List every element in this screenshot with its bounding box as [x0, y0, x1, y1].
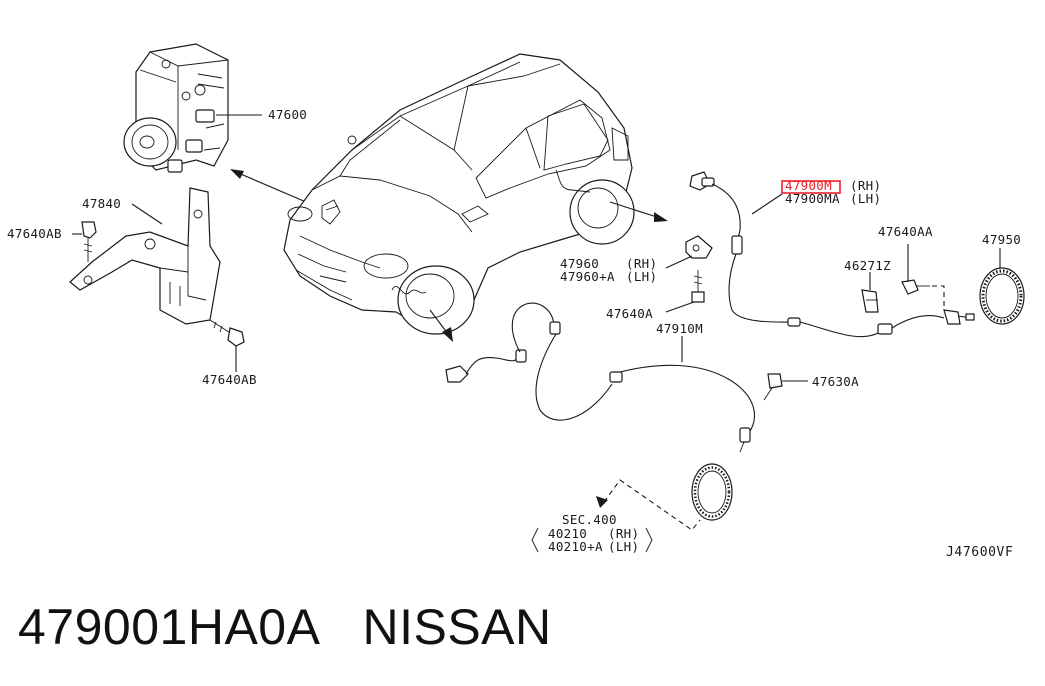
label-40210a: 40210+A [548, 539, 603, 554]
label-47900m[interactable]: 47900M [785, 178, 832, 193]
abs-actuator-illustration [123, 43, 229, 173]
highlight-box-47900m [781, 180, 841, 194]
bolt-aa-illustration [901, 279, 930, 295]
label-40210a-side: (LH) [608, 539, 639, 554]
label-47900ma-side: (LH) [850, 191, 881, 206]
label-47960: 47960 [560, 256, 599, 271]
label-47600: 47600 [268, 107, 307, 122]
label-47900ma: 47900MA [785, 191, 840, 206]
label-47950: 47950 [982, 232, 1021, 247]
clip-illustration [861, 289, 879, 313]
front-sensor-illustration [689, 171, 975, 338]
label-47910m: 47910M [656, 321, 703, 336]
bolt-ab-bottom-illustration [209, 319, 245, 347]
rear-sensor-illustration [445, 302, 755, 521]
label-47960a-side: (LH) [626, 269, 657, 284]
label-40210: 40210 [548, 526, 587, 541]
bracket-illustration [69, 187, 221, 325]
label-47640ab-left: 47640AB [7, 226, 62, 241]
label-47900m-side: (RH) [850, 178, 881, 193]
brand-name: NISSAN [362, 599, 552, 655]
label-47640aa: 47640AA [878, 224, 933, 239]
label-46271z: 46271Z [844, 258, 891, 273]
bracket-47960-illustration [685, 235, 713, 259]
bolt-a-illustration [691, 270, 705, 303]
bolt-ab-left-illustration [81, 221, 97, 262]
label-47630a: 47630A [812, 374, 859, 389]
abs-parts-diagram: 47600 47840 47640AB 47640AB [7, 43, 1025, 560]
sensor-rotor-illustration [979, 267, 1025, 325]
label-47960a: 47960+A [560, 269, 615, 284]
label-47640ab-bottom: 47640AB [202, 372, 257, 387]
label-47960-side: (RH) [626, 256, 657, 271]
car-illustration [283, 53, 635, 335]
diagram-code: J47600VF [946, 545, 1013, 560]
label-47840: 47840 [82, 196, 121, 211]
label-47640a: 47640A [606, 306, 653, 321]
label-sec-400: SEC.400 [562, 512, 617, 527]
part-caption: 479001HA0A NISSAN [18, 598, 552, 656]
part-number: 479001HA0A [18, 599, 321, 655]
label-40210-side: (RH) [608, 526, 639, 541]
bolt-630-illustration [763, 373, 783, 401]
